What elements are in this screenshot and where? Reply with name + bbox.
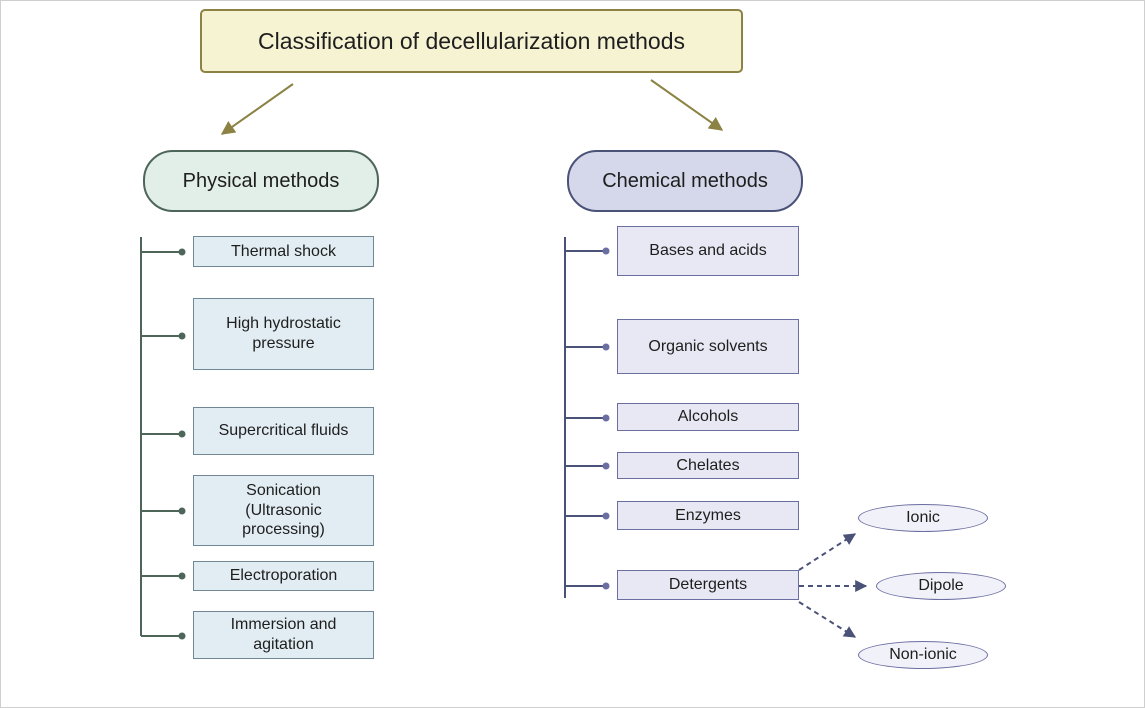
chemical-bullets (602, 247, 610, 590)
chemical-methods-heading: Chemical methods (567, 150, 803, 212)
detergent-type-ionic: Ionic (858, 504, 988, 532)
chemical-item-enzymes: Enzymes (617, 501, 799, 530)
physical-tree (140, 237, 182, 637)
chemical-item-detergents: Detergents (617, 570, 799, 600)
arrow-to-ionic (798, 533, 857, 571)
diagram-title: Classification of decellularization meth… (200, 9, 743, 73)
physical-item-supercritical-fluids: Supercritical fluids (193, 407, 374, 455)
chemical-item-organic-solvents: Organic solvents (617, 319, 799, 374)
chemical-item-chelates: Chelates (617, 452, 799, 479)
arrow-to-non-ionic (798, 601, 857, 638)
arrow-to-chemical (650, 79, 724, 131)
physical-item-thermal-shock: Thermal shock (193, 236, 374, 267)
physical-item-immersion-and-agitation: Immersion and agitation (193, 611, 374, 659)
physical-item-sonication: Sonication (Ultrasonic processing) (193, 475, 374, 546)
physical-bullets (178, 248, 186, 640)
chemical-tree (564, 237, 606, 598)
chemical-item-alcohols: Alcohols (617, 403, 799, 431)
detergent-arrows (798, 533, 868, 638)
arrow-to-physical (220, 83, 294, 135)
physical-item-high-hydrostatic-pressure: High hydrostatic pressure (193, 298, 374, 370)
chemical-item-bases-and-acids: Bases and acids (617, 226, 799, 276)
detergent-type-non-ionic: Non-ionic (858, 641, 988, 669)
detergent-type-dipole: Dipole (876, 572, 1006, 600)
physical-item-electroporation: Electroporation (193, 561, 374, 591)
physical-methods-heading: Physical methods (143, 150, 379, 212)
